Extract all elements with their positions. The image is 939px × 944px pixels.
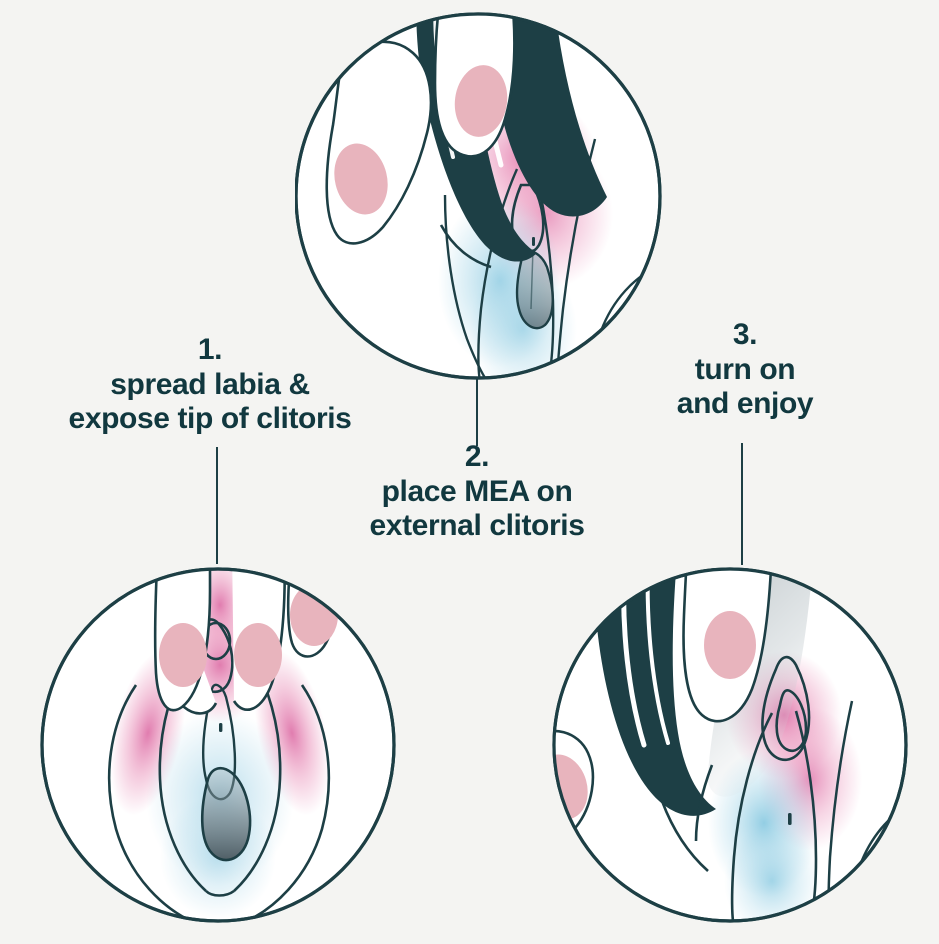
leader-line-step-2 <box>476 378 478 446</box>
step-label-1: 1. spread labia & expose tip of clitoris <box>0 333 420 436</box>
illustration-step-3 <box>552 565 910 927</box>
illustration-step-1 <box>40 565 398 927</box>
step-text-1-line2: expose tip of clitoris <box>68 401 352 435</box>
leader-line-step-3 <box>741 443 743 565</box>
step-text-2-line1: place MEA on <box>381 474 573 508</box>
step-number-2: 2. <box>464 440 490 473</box>
step-label-3: 3. turn on and enjoy <box>630 318 860 421</box>
step-label-2: 2. place MEA on external clitoris <box>297 440 657 543</box>
step-text-3-line1: turn on <box>694 352 796 386</box>
step-text-3-line2: and enjoy <box>676 386 814 420</box>
illustration-step-2 <box>294 9 665 384</box>
step-text-2-line2: external clitoris <box>369 508 585 542</box>
leader-line-step-1 <box>216 447 218 564</box>
step-number-1: 1. <box>197 333 223 366</box>
step-text-1-line1: spread labia & <box>110 367 310 401</box>
step-number-3: 3. <box>732 318 758 351</box>
